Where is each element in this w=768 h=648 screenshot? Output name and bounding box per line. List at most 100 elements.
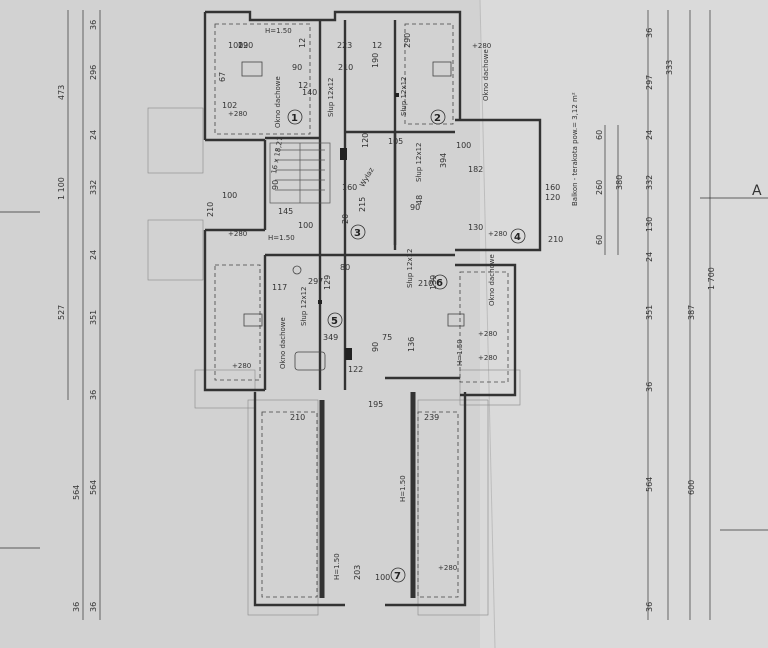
balcony-label: Balkon - terakota pow.= 3,12 m²	[571, 92, 579, 206]
interior-dim-36: 239	[424, 413, 439, 422]
paper-right-sheet	[480, 0, 768, 648]
window-label-4: Okno dachowe	[488, 254, 496, 306]
left-dim-564b: 564	[72, 485, 81, 500]
left-dim-4: 24	[89, 250, 98, 260]
interior-dim-15: 160	[342, 183, 357, 192]
svg-text:H=1.50: H=1.50	[333, 553, 341, 580]
interior-dim-11: 100	[222, 191, 237, 200]
column-label-4: Słup 12x12	[300, 287, 308, 327]
left-dim-5: 351	[89, 310, 98, 325]
text-labels: Okno dachowe Okno dachowe Okno dachowe O…	[270, 49, 762, 369]
interior-dim-42: 105	[388, 137, 403, 146]
room-7: 7	[394, 571, 401, 582]
right-total-3: 1 700	[707, 267, 716, 290]
column-label-2: Słup 12x12	[400, 77, 408, 117]
interior-dim-44: 90	[410, 203, 420, 212]
svg-text:H=1.50: H=1.50	[456, 339, 464, 366]
heights: H=1.50 H=1.50 H=1.50 H=1.50 H=1.50	[265, 27, 464, 580]
bath-fixtures	[241, 61, 465, 371]
room-numbers: 1 2 3 4 5 6 7	[287, 109, 526, 583]
interior-dim-45: 210	[548, 235, 563, 244]
interior-dim-5: 90	[292, 63, 302, 72]
interior-dim-13: 394	[439, 153, 448, 168]
interior-dim-9: 140	[302, 88, 317, 97]
window-label-2: Okno dachowe	[482, 49, 490, 101]
interior-dim-28: 139	[429, 275, 438, 290]
columns	[318, 93, 399, 360]
right-dim-6: 351	[645, 305, 654, 320]
interior-dim-12: 100	[456, 141, 471, 150]
interior-dim-16: 215	[358, 197, 367, 212]
right-dim-4: 130	[645, 217, 654, 232]
interior-dim-29: 349	[323, 333, 338, 342]
right-inner-2: 380	[615, 175, 624, 190]
interior-dim-41: 102	[222, 101, 237, 110]
level-marks: +280 +280 +280 +280 +280 +280 +280 +280	[228, 42, 507, 572]
room-3: 3	[354, 228, 361, 239]
interior-dim-2: 223	[337, 41, 352, 50]
right-inner-3: 60	[595, 235, 604, 245]
interior-dim-39: 100	[228, 41, 243, 50]
left-dim-6: 36	[89, 390, 98, 400]
left-dim-3: 332	[89, 180, 98, 195]
svg-text:H=1.50: H=1.50	[399, 475, 407, 502]
right-dim-7: 36	[645, 382, 654, 392]
room-1: 1	[291, 113, 298, 124]
interior-dim-38: 100	[375, 573, 390, 582]
right-dim-1: 297	[645, 75, 654, 90]
right-dim-9: 36	[645, 602, 654, 612]
column-label-1: Słup 12x12	[327, 78, 335, 118]
interior-dim-17: 160	[545, 183, 560, 192]
room-4: 4	[514, 232, 521, 243]
interior-dim-33: 195	[368, 400, 383, 409]
interior-dim-0: 290	[238, 41, 253, 50]
right-inner-1: 260	[595, 180, 604, 195]
interior-dim-20: 145	[278, 207, 293, 216]
svg-text:H=1.50: H=1.50	[268, 234, 295, 242]
interior-dim-19: 210	[206, 202, 215, 217]
right-dim-8: 564	[645, 477, 654, 492]
stairs	[269, 142, 331, 204]
interior-dim-32: 122	[348, 365, 363, 374]
svg-text:+280: +280	[478, 354, 497, 362]
svg-text:+280: +280	[438, 564, 457, 572]
svg-text:+280: +280	[228, 110, 247, 118]
interior-dim-4: 290	[403, 33, 412, 48]
right-total-2: 600	[687, 480, 696, 495]
room-6: 6	[436, 278, 443, 289]
interior-dim-3: 12	[372, 41, 382, 50]
left-dim-8: 36	[89, 602, 98, 612]
right-total-0: 333	[665, 60, 674, 75]
interior-dim-21: 100	[298, 221, 313, 230]
dashed-outlines	[214, 23, 509, 598]
interior-dim-27: 210	[418, 279, 433, 288]
interior-dim-37: 203	[353, 565, 362, 580]
interior-dim-31: 136	[407, 337, 416, 352]
right-dim-0: 36	[645, 28, 654, 38]
left-total-0: 473	[57, 85, 66, 100]
interior-dim-18: 120	[545, 193, 560, 202]
right-dimension-chain	[604, 10, 711, 620]
room-5: 5	[331, 316, 338, 327]
interior-dim-25: 129	[323, 275, 332, 290]
svg-text:H=1.50: H=1.50	[265, 27, 292, 35]
left-dim-2: 24	[89, 130, 98, 140]
column-label-3: Słup 12x12	[415, 143, 423, 183]
right-total-1: 387	[687, 305, 696, 320]
interior-dim-14: 182	[468, 165, 483, 174]
interior-dim-22: 20	[341, 214, 350, 224]
interior-dim-34: 90	[371, 342, 380, 352]
interior-dim-1: 12	[298, 38, 307, 48]
column-label-5: Słup 12x12	[406, 249, 414, 289]
interior-dim-7: 190	[371, 53, 380, 68]
window-label-3: Okno dachowe	[279, 317, 287, 369]
interior-dim-26: 80	[340, 263, 350, 272]
section-mark: A	[752, 183, 762, 199]
interior-dim-8: 210	[338, 63, 353, 72]
window-label-1: Okno dachowe	[274, 76, 282, 128]
svg-text:+280: +280	[478, 330, 497, 338]
